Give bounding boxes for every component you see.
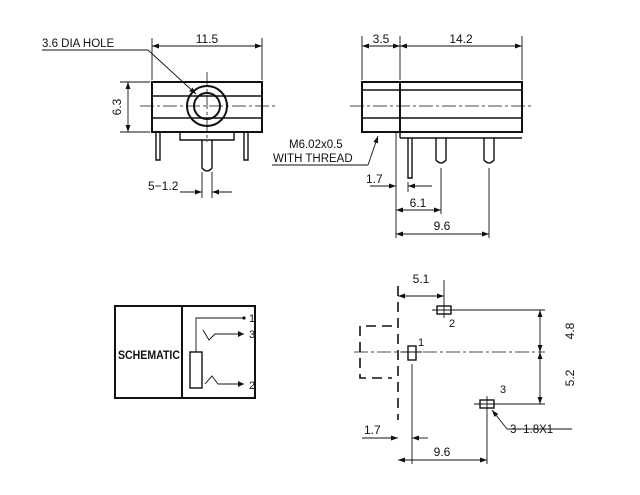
pcb-footprint: 1 2 3 5.1 4.8 5.2 3−1.8X1 1.7 9.6: [354, 272, 577, 464]
footprint-down-offset-label: 5.2: [563, 369, 577, 386]
side-body-length-label: 14.2: [449, 32, 473, 46]
pad-3-label: 3: [500, 384, 506, 396]
front-width-label: 11.5: [196, 32, 219, 46]
schematic-pin-3: 3: [249, 329, 255, 341]
footprint-pitch-label: 9.6: [434, 445, 451, 459]
pad-1-label: 1: [418, 337, 424, 349]
footprint-edge-offset-label: 1.7: [364, 423, 381, 437]
thread-note-line1: M6.02x0.5: [289, 139, 343, 151]
sleeve-contact: [189, 351, 203, 389]
front-pin-pitch-label: 5−1.2: [148, 179, 179, 193]
footprint-up-offset-label: 4.8: [563, 322, 577, 339]
schematic-label: SCHEMATIC: [118, 348, 180, 362]
schematic-pin-1: 1: [249, 313, 255, 325]
pad-note-label: 3−1.8X1: [510, 424, 553, 436]
side-pin-1: [407, 138, 413, 179]
footprint-x-offset-label: 5.1: [413, 272, 430, 286]
front-pin-right: [243, 132, 249, 161]
hole-note-label: 3.6 DIA HOLE: [42, 38, 115, 50]
schematic-symbol: SCHEMATIC 1 3 2: [114, 305, 256, 399]
side-offset-2-label: 6.1: [410, 196, 427, 210]
side-pin-2: [435, 138, 447, 164]
schematic-pin-2: 2: [249, 380, 255, 392]
side-offset-1-label: 1.7: [366, 172, 383, 186]
side-body: [361, 81, 523, 133]
side-front-length-label: 3.5: [373, 32, 390, 46]
pad-2-label: 2: [449, 318, 455, 330]
front-pin-center: [201, 140, 213, 172]
hole-inner: [193, 92, 221, 120]
hole-outer: [186, 85, 228, 127]
front-pin-left: [155, 132, 161, 161]
side-view: 3.5 14.2 M6.02x0.5 WITH THREAD 1.7 6.1 9…: [272, 32, 534, 238]
front-view: 11.5 3.6 DIA HOLE 6.3 5−1.2: [42, 32, 275, 198]
side-pin-3: [483, 138, 495, 164]
front-height-label: 6.3: [110, 98, 124, 115]
pad-1: [407, 345, 417, 361]
side-offset-3-label: 9.6: [434, 219, 451, 233]
thread-note-line2: WITH THREAD: [273, 153, 353, 165]
